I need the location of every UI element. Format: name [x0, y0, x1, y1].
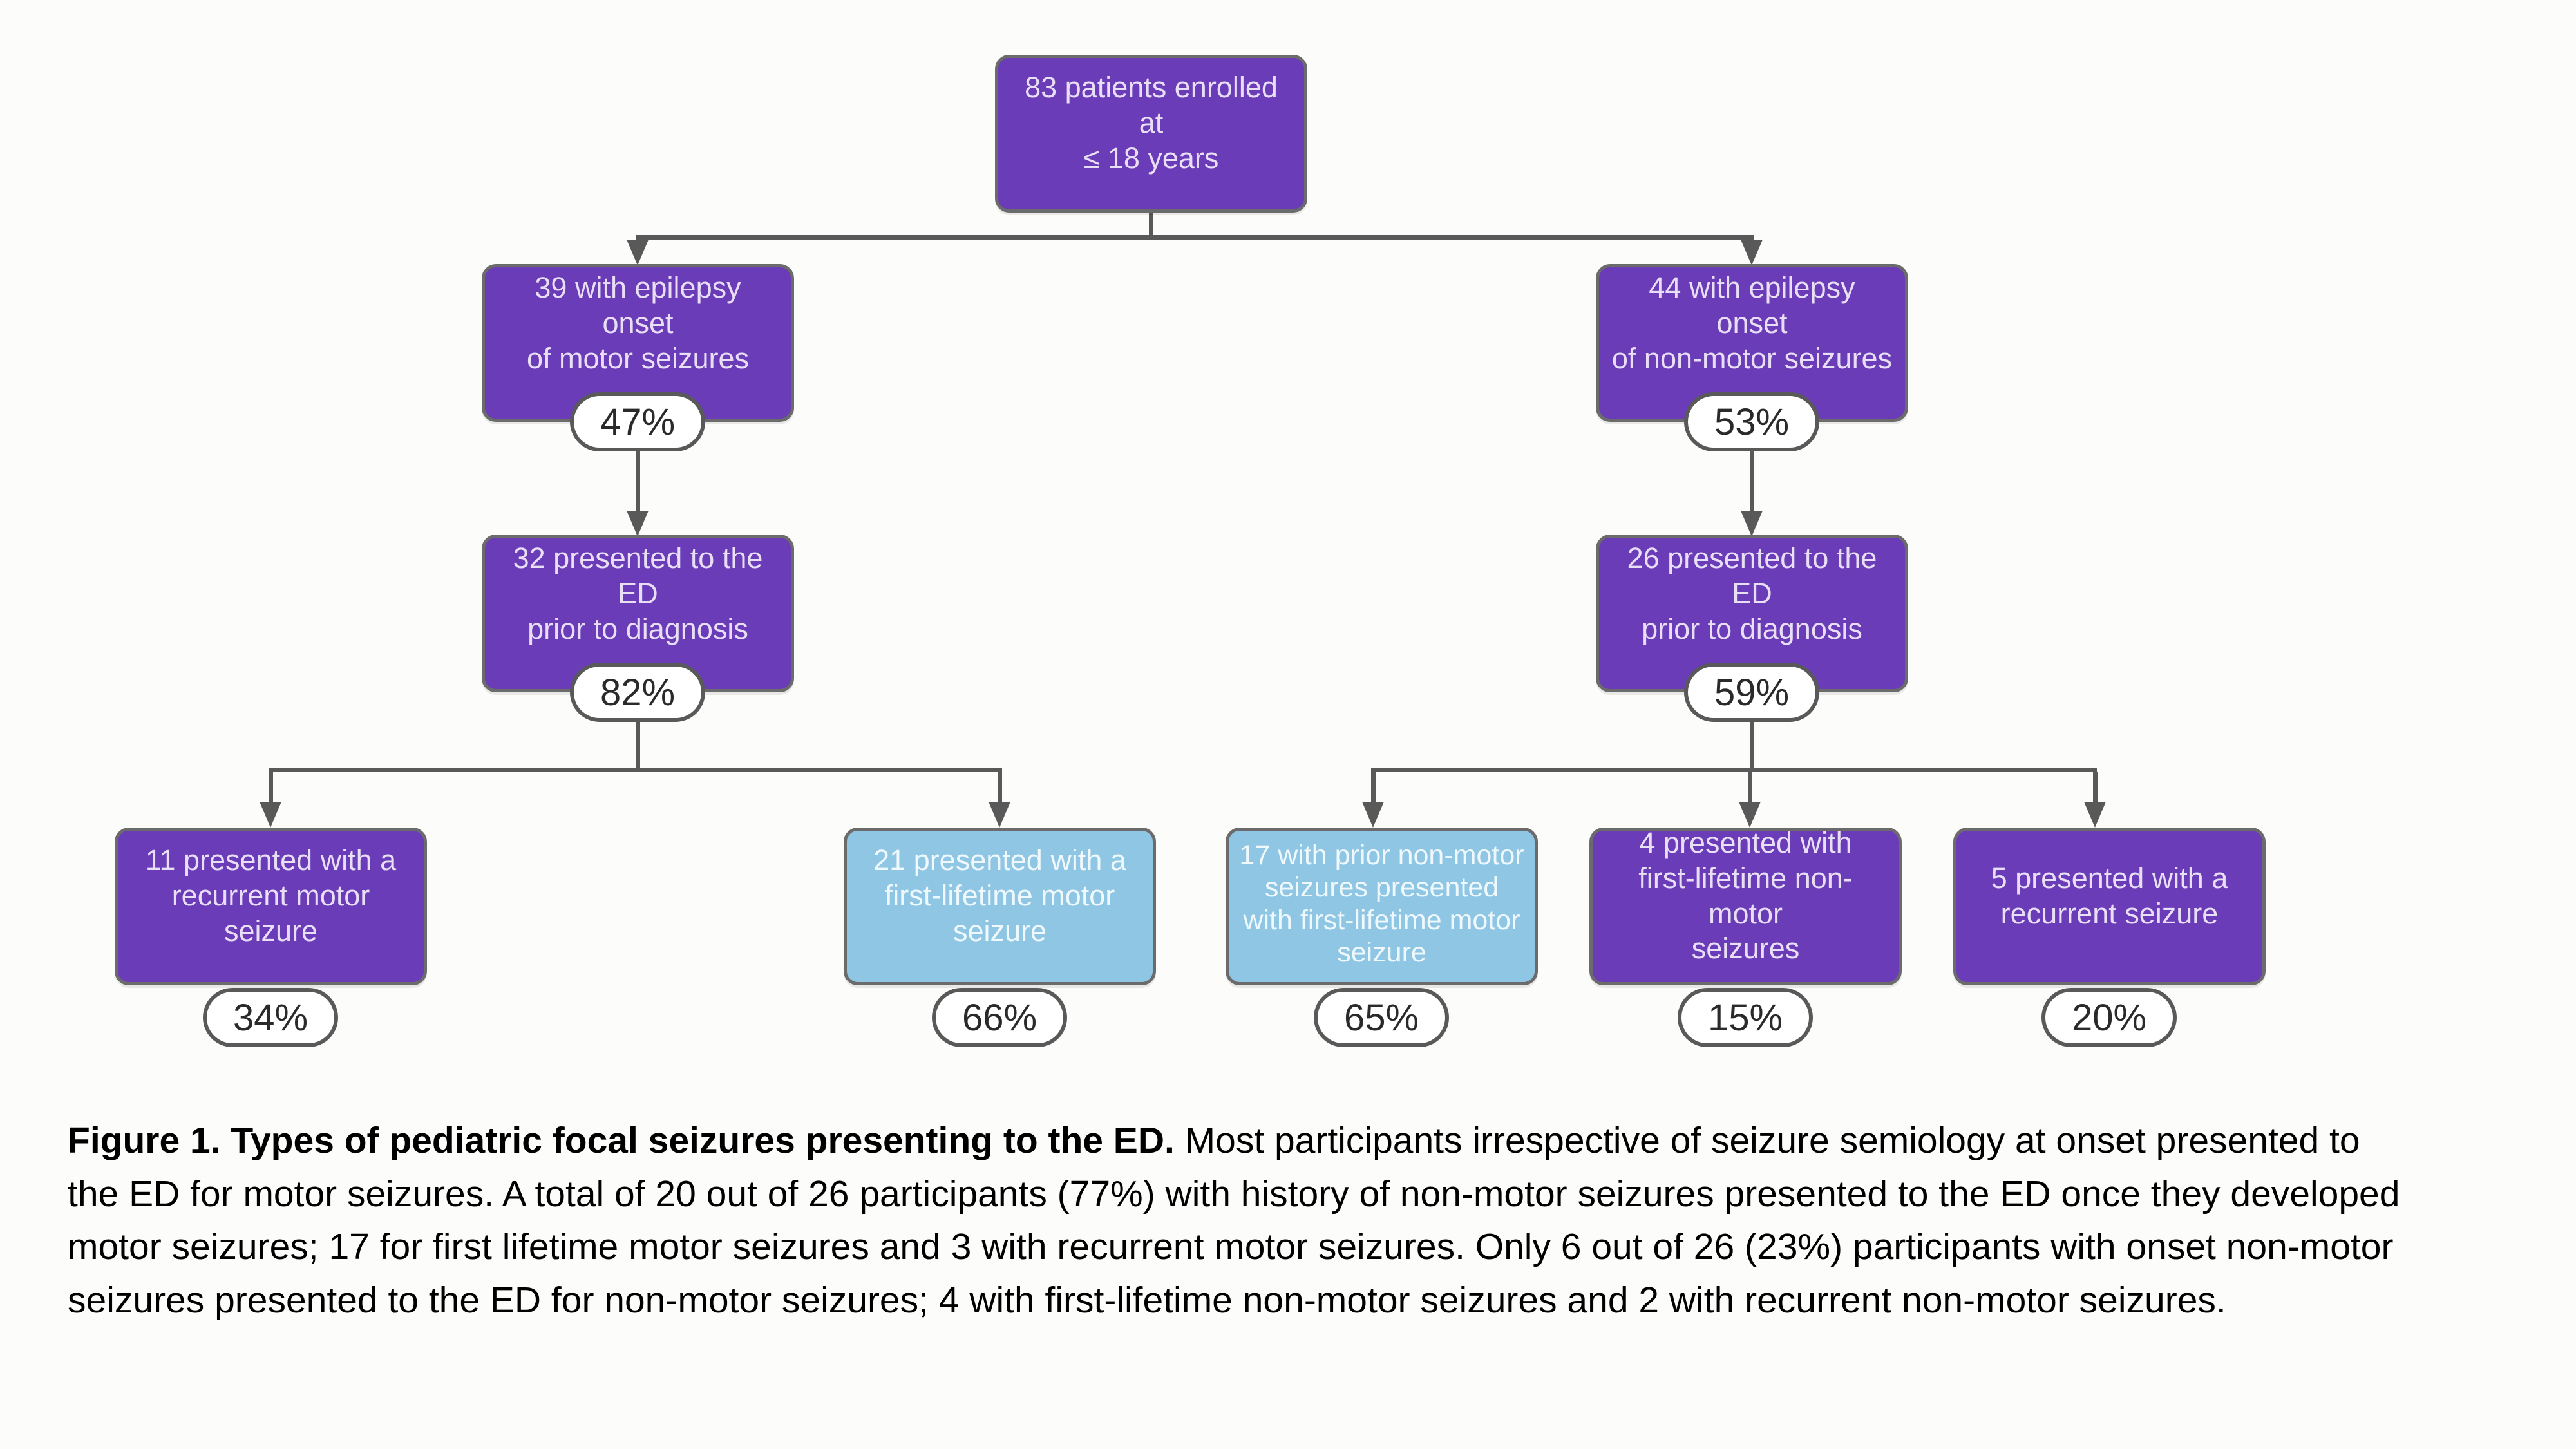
node-83-enrolled: 83 patients enrolled at ≤ 18 years — [995, 55, 1307, 213]
arrow-to-26-box-icon — [1741, 511, 1763, 536]
connector-split-left — [269, 768, 1002, 772]
node-17-prior-nonmotor: 17 with prior non-motor seizures present… — [1226, 828, 1538, 985]
pill-20-percent: 20% — [2041, 988, 2177, 1047]
connector-leaf3-stub — [1371, 772, 1376, 802]
pill-15-percent-value: 15% — [1707, 996, 1783, 1039]
connector-53-stem — [1750, 451, 1754, 511]
connector-leaf5-stub — [2093, 772, 2098, 802]
pill-82-percent-value: 82% — [600, 671, 676, 714]
node-11-recurrent-motor: 11 presented with a recurrent motor seiz… — [115, 828, 427, 985]
arrow-to-first-nonmotor-icon — [1739, 802, 1761, 828]
figure-caption-title: Figure 1. Types of pediatric focal seizu… — [68, 1120, 1175, 1161]
node-5-recurrent-seizure-label: 5 presented with a recurrent seizure — [1991, 861, 2228, 930]
arrow-to-nonmotor-onset-icon — [1741, 240, 1763, 265]
node-83-enrolled-label: 83 patients enrolled at ≤ 18 years — [1025, 71, 1278, 175]
pill-66-percent-value: 66% — [961, 996, 1037, 1039]
arrow-to-first-motor-icon — [989, 802, 1010, 828]
pill-34-percent: 34% — [203, 988, 338, 1047]
pill-59-percent-value: 59% — [1714, 671, 1790, 714]
pill-65-percent: 65% — [1314, 988, 1449, 1047]
pill-53-percent-value: 53% — [1714, 401, 1790, 443]
arrow-to-32-box-icon — [627, 511, 649, 536]
arrow-to-recurrent-seizure-icon — [2084, 802, 2106, 828]
pill-65-percent-value: 65% — [1343, 996, 1419, 1039]
node-21-first-lifetime-motor-label: 21 presented with a first-lifetime motor… — [873, 844, 1126, 947]
connector-root-stem — [1149, 213, 1153, 237]
connector-leaf4-stub — [1748, 772, 1752, 802]
pill-47-percent: 47% — [570, 392, 705, 451]
node-4-first-lifetime-nonmotor: 4 presented with first-lifetime non-moto… — [1589, 826, 1902, 985]
pill-66-percent: 66% — [932, 988, 1067, 1047]
node-39-motor-onset: 39 with epilepsy onset of motor seizures — [482, 264, 794, 422]
node-44-nonmotor-onset-label: 44 with epilepsy onset of non-motor seiz… — [1611, 271, 1893, 375]
node-5-recurrent-seizure: 5 presented with a recurrent seizure — [1953, 828, 2266, 985]
pill-59-percent: 59% — [1684, 663, 1819, 722]
connector-split-top — [636, 235, 1754, 240]
connector-split-right — [1371, 768, 2097, 772]
node-4-first-lifetime-nonmotor-label: 4 presented with first-lifetime non-moto… — [1638, 826, 1853, 965]
connector-59-stem — [1750, 722, 1754, 770]
pill-20-percent-value: 20% — [2071, 996, 2147, 1039]
connector-leaf2-stub — [998, 772, 1002, 802]
figure-caption: Figure 1. Types of pediatric focal seizu… — [68, 1114, 2418, 1327]
node-26-ed-prior-label: 26 presented to the ED prior to diagnosi… — [1627, 542, 1877, 645]
arrow-to-prior-nonmotor-icon — [1362, 802, 1384, 828]
pill-15-percent: 15% — [1678, 988, 1813, 1047]
node-21-first-lifetime-motor: 21 presented with a first-lifetime motor… — [844, 828, 1156, 985]
connector-47-stem — [636, 451, 640, 511]
arrow-to-motor-onset-icon — [627, 240, 649, 265]
pill-34-percent-value: 34% — [232, 996, 308, 1039]
connector-leaf1-stub — [269, 772, 273, 802]
node-32-ed-prior-label: 32 presented to the ED prior to diagnosi… — [513, 542, 763, 645]
figure-caption-body: Most participants irrespective of seizur… — [68, 1120, 2400, 1321]
node-11-recurrent-motor-label: 11 presented with a recurrent motor seiz… — [145, 844, 397, 947]
pill-53-percent: 53% — [1684, 392, 1819, 451]
pill-47-percent-value: 47% — [600, 401, 676, 443]
pill-82-percent: 82% — [570, 663, 705, 722]
connector-82-stem — [636, 722, 640, 770]
node-17-prior-nonmotor-label: 17 with prior non-motor seizures present… — [1239, 839, 1524, 968]
node-39-motor-onset-label: 39 with epilepsy onset of motor seizures — [526, 271, 750, 375]
arrow-to-recurrent-motor-icon — [260, 802, 281, 828]
